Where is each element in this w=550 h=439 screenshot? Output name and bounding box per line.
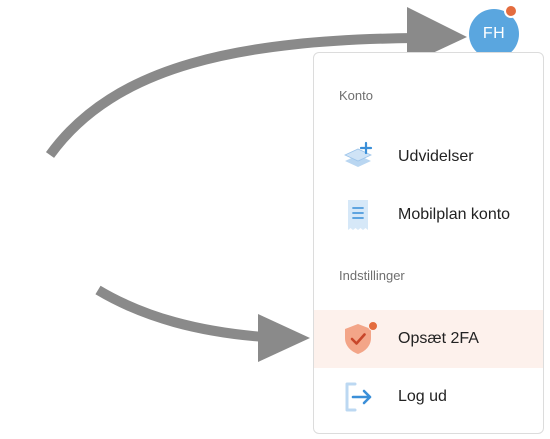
menu-item-label: Log ud — [398, 388, 447, 405]
menu-item-logout[interactable]: Log ud — [314, 368, 543, 426]
layers-plus-icon — [341, 140, 375, 174]
menu-item-label: Mobilplan konto — [398, 206, 511, 223]
menu-item-setup-2fa[interactable]: Opsæt 2FA — [314, 310, 543, 368]
menu-item-label: Udvidelser — [398, 148, 474, 165]
menu-item-extensions[interactable]: Udvidelser — [314, 128, 543, 186]
logout-icon — [341, 380, 375, 414]
annotation-arrowhead-to-avatar — [407, 7, 467, 65]
section-label-account: Konto — [339, 88, 373, 103]
avatar-initials: FH — [482, 25, 506, 42]
shield-check-icon — [341, 321, 378, 356]
section-label-settings: Indstillinger — [339, 268, 405, 283]
account-dropdown-menu: Konto Udvidelser Mobilplan konto Indstil… — [313, 52, 544, 434]
annotation-arrowhead-to-2fa — [258, 314, 310, 362]
annotation-arrow-to-avatar — [45, 33, 416, 158]
annotation-arrow-to-2fa — [95, 285, 265, 342]
menu-item-mobile-plan-account[interactable]: Mobilplan konto — [314, 186, 543, 244]
user-avatar-button[interactable]: FH — [469, 4, 519, 59]
2fa-notification-dot — [368, 321, 378, 331]
receipt-icon — [341, 198, 375, 232]
avatar-notification-dot — [504, 4, 518, 18]
menu-item-label: Opsæt 2FA — [398, 330, 479, 347]
